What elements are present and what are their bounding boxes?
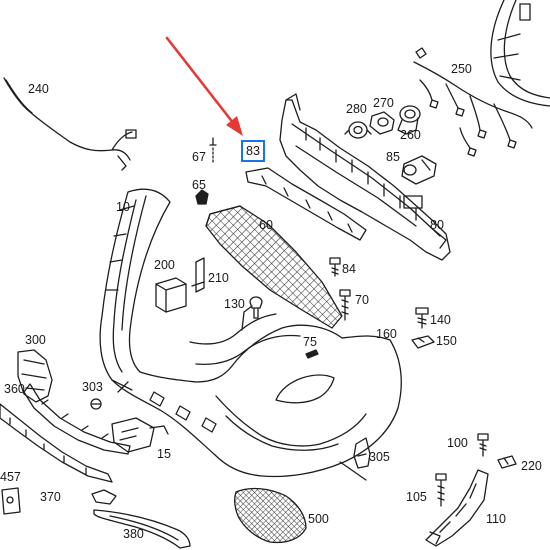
part-140-screw bbox=[415, 307, 429, 329]
part-150-clip-nut bbox=[411, 335, 435, 349]
part-380-lower-trim bbox=[93, 509, 191, 549]
part-15-side-bracket bbox=[111, 417, 169, 453]
callout-70: 70 bbox=[355, 293, 369, 307]
callout-210: 210 bbox=[208, 271, 229, 285]
callout-75: 75 bbox=[303, 335, 317, 349]
part-80-upper-carrier bbox=[279, 93, 451, 261]
callout-500: 500 bbox=[308, 512, 329, 526]
part-240-wiring-harness bbox=[3, 77, 137, 171]
part-280-sensor-ring bbox=[344, 121, 372, 139]
part-130-rivet bbox=[249, 296, 263, 319]
callout-160: 160 bbox=[376, 327, 397, 341]
callout-280: 280 bbox=[346, 102, 367, 116]
callout-380: 380 bbox=[123, 527, 144, 541]
callout-240: 240 bbox=[28, 82, 49, 96]
part-360-side-strip bbox=[23, 383, 131, 455]
callout-84: 84 bbox=[342, 262, 356, 276]
callout-85: 85 bbox=[386, 150, 400, 164]
part-75-strip bbox=[305, 349, 319, 359]
part-60-center-grille bbox=[205, 205, 343, 329]
callout-80: 80 bbox=[430, 218, 444, 232]
callout-10: 10 bbox=[116, 200, 130, 214]
part-110-corner-bracket bbox=[425, 469, 489, 547]
callout-370: 370 bbox=[40, 490, 61, 504]
part-457-bracket bbox=[1, 487, 21, 515]
callout-110: 110 bbox=[486, 512, 506, 526]
part-260-parking-sensor bbox=[397, 105, 421, 135]
part-200-control-unit bbox=[155, 277, 187, 313]
part-370-lower-strip bbox=[91, 489, 117, 505]
callout-130: 130 bbox=[224, 297, 245, 311]
part-220-clip-nut bbox=[497, 455, 517, 469]
part-85-sensor-unit bbox=[401, 155, 437, 185]
part-250-sensor-harness bbox=[413, 47, 533, 157]
callout-457: 457 bbox=[0, 470, 21, 484]
callout-150: 150 bbox=[436, 334, 457, 348]
callout-15: 15 bbox=[157, 447, 171, 461]
callout-105: 105 bbox=[406, 490, 427, 504]
callout-305: 305 bbox=[369, 450, 390, 464]
part-67-bolt bbox=[209, 137, 217, 163]
callout-300: 300 bbox=[25, 333, 46, 347]
part-500-lower-grille bbox=[234, 487, 307, 544]
callout-100: 100 bbox=[447, 436, 468, 450]
callout-220: 220 bbox=[521, 459, 542, 473]
callout-303: 303 bbox=[82, 380, 103, 394]
callout-83-highlighted: 83 bbox=[241, 140, 265, 162]
part-300-side-bracket bbox=[17, 349, 53, 403]
callout-65: 65 bbox=[192, 178, 206, 192]
part-210-bracket bbox=[191, 257, 205, 293]
part-lower-left-strip bbox=[0, 403, 113, 483]
callout-140: 140 bbox=[430, 313, 451, 327]
part-84-screw bbox=[329, 257, 341, 277]
callout-200: 200 bbox=[154, 258, 175, 272]
callout-60: 60 bbox=[259, 218, 273, 232]
part-65-clip bbox=[195, 189, 209, 205]
callout-260: 260 bbox=[400, 128, 421, 142]
part-303-fastener bbox=[90, 398, 102, 410]
part-270-sensor-holder bbox=[369, 111, 395, 135]
part-10-bumper-cover bbox=[99, 188, 402, 481]
callout-360: 360 bbox=[4, 382, 25, 396]
part-305-bracket bbox=[353, 437, 371, 469]
callout-250: 250 bbox=[451, 62, 472, 76]
part-83-trim-bracket bbox=[245, 167, 367, 241]
part-105-long-bolt bbox=[435, 473, 447, 507]
callout-270: 270 bbox=[373, 96, 394, 110]
part-70-bolt bbox=[339, 289, 351, 321]
highlight-arrow bbox=[165, 36, 243, 136]
part-100-screw bbox=[477, 433, 489, 457]
part-side-bracket-arc bbox=[490, 0, 550, 107]
callout-67: 67 bbox=[192, 150, 206, 164]
